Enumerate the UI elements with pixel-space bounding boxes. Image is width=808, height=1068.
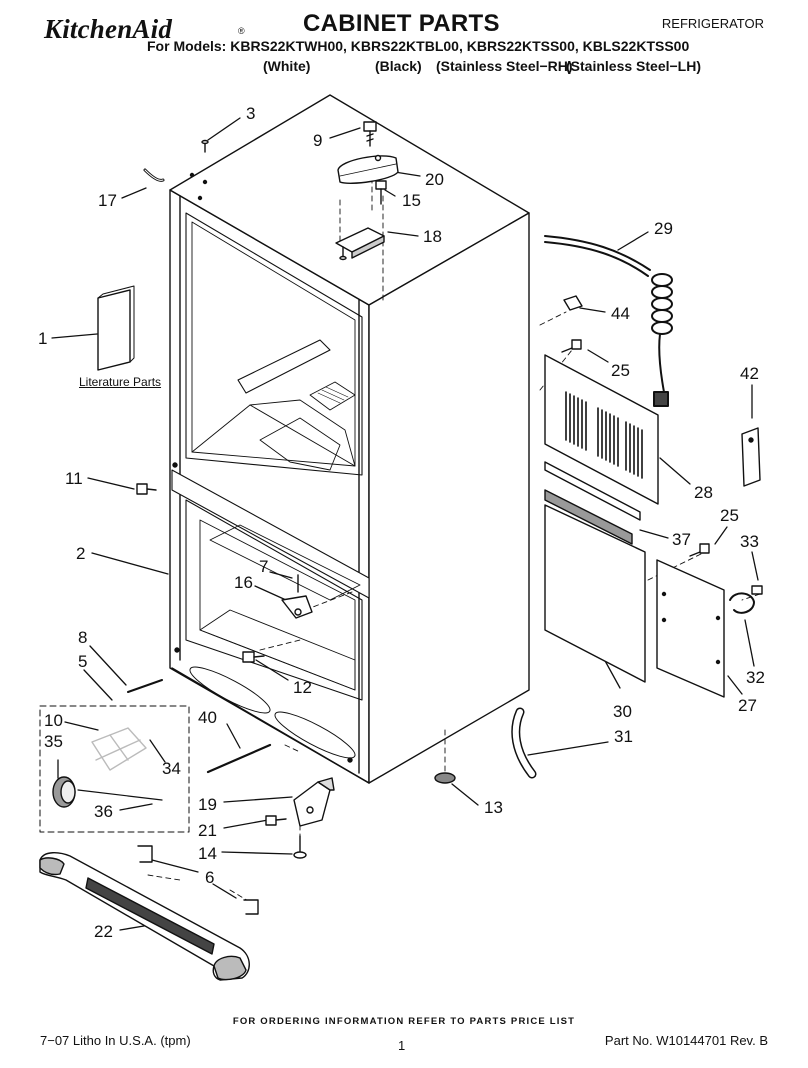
- variant-stainless-lh: (Stainless Steel−LH): [566, 58, 701, 74]
- callout-42: 42: [740, 364, 759, 383]
- bolt-9: [363, 121, 377, 147]
- screw-12: [136, 483, 157, 495]
- panel-strip-40: [544, 461, 641, 545]
- cabinet-shell: [169, 94, 530, 784]
- callout-28: 28: [694, 483, 713, 502]
- callout-8: 8: [78, 628, 88, 647]
- variant-white: (White): [263, 58, 311, 74]
- screw-25a: [561, 339, 582, 353]
- pad-44: [563, 295, 583, 311]
- callout-14: 15: [402, 191, 421, 210]
- literature-booklet: [97, 289, 131, 371]
- registered-mark: ®: [238, 26, 245, 36]
- callout-34: 35: [44, 732, 63, 751]
- clip-6b: [243, 899, 259, 915]
- bracket-19: [293, 777, 335, 827]
- callout-10: 10: [44, 711, 63, 730]
- brand-logo: KitchenAid: [44, 14, 173, 44]
- variant-black: (Black): [375, 58, 422, 74]
- callout-19: 19: [198, 795, 217, 814]
- callout-7: 7: [259, 557, 269, 576]
- callout-40: 37: [672, 530, 691, 549]
- page-title: CABINET PARTS: [303, 10, 500, 37]
- callout-9: 9: [313, 131, 323, 150]
- panel-27: [656, 559, 725, 698]
- literature-parts-label: Literature Parts: [79, 375, 162, 389]
- callout-13: 13: [484, 798, 503, 817]
- callout-29: 29: [654, 219, 673, 238]
- bracket-42: [741, 427, 761, 487]
- callout-3: 3: [246, 104, 256, 123]
- screw-3: [201, 139, 209, 153]
- callout-32: 32: [746, 668, 765, 687]
- callout-30: 30: [613, 702, 632, 721]
- leveling-leg-16: [293, 835, 307, 859]
- clip-6a: [137, 845, 153, 863]
- callout-25-upper: 25: [611, 361, 630, 380]
- callout-21: 20: [425, 170, 444, 189]
- page-number: 1: [398, 1038, 406, 1053]
- roller-bracket-33: [91, 727, 147, 771]
- callout-16: 14: [198, 844, 217, 863]
- clamp-32: [729, 592, 755, 614]
- screw-8: [127, 679, 163, 693]
- callout-5: 5: [78, 652, 88, 671]
- callout-33: 34: [162, 759, 181, 778]
- rod-37: [206, 743, 272, 774]
- callout-36: 33: [740, 532, 759, 551]
- callout-17: 17: [98, 191, 117, 210]
- panel-30: [544, 504, 646, 683]
- roller-assembly-box: [39, 705, 190, 833]
- axle-35: [77, 789, 163, 801]
- hinge-18: [335, 227, 385, 261]
- part-number: Part No. W10144701 Rev. B: [604, 1033, 768, 1048]
- ordering-note: FOR ORDERING INFORMATION REFER TO PARTS …: [232, 1016, 576, 1027]
- power-cord-29: [544, 235, 673, 407]
- callout-22: 22: [94, 922, 113, 941]
- callout-6: 6: [205, 868, 215, 887]
- screw-20: [265, 815, 287, 826]
- callout-12: 11: [65, 469, 83, 488]
- callout-11: 12: [293, 678, 312, 697]
- callout-31: 31: [614, 727, 633, 746]
- category-label: REFRIGERATOR: [661, 16, 764, 31]
- variant-stainless-rh: (Stainless Steel−RH): [436, 58, 573, 74]
- screw-36: [751, 585, 763, 595]
- callout-37: 40: [198, 708, 217, 727]
- tube-17: [143, 168, 165, 182]
- screw-25b: [689, 543, 710, 557]
- roller-wheel-34: [52, 776, 76, 808]
- models-line: For Models: KBRS22KTWH00, KBRS22KTBL00, …: [147, 38, 690, 54]
- callout-35: 36: [94, 802, 113, 821]
- screw-11: [242, 651, 265, 663]
- back-panel-28: [544, 354, 659, 505]
- foot-13: [434, 772, 456, 784]
- callout-27: 27: [738, 696, 757, 715]
- callout-25-lower: 25: [720, 506, 739, 525]
- callout-1: 1: [38, 329, 48, 348]
- callout-20: 21: [198, 821, 217, 840]
- callout-leaders: [51, 117, 759, 931]
- bracket-15: [281, 574, 313, 619]
- bolt-14: [375, 180, 387, 205]
- callout-18: 18: [423, 227, 442, 246]
- litho-line: 7−07 Litho In U.S.A. (tpm): [40, 1033, 191, 1048]
- callout-2: 2: [76, 544, 86, 563]
- callout-44: 44: [611, 304, 630, 323]
- callout-15: 16: [234, 573, 253, 592]
- toe-grille-22: [39, 852, 250, 981]
